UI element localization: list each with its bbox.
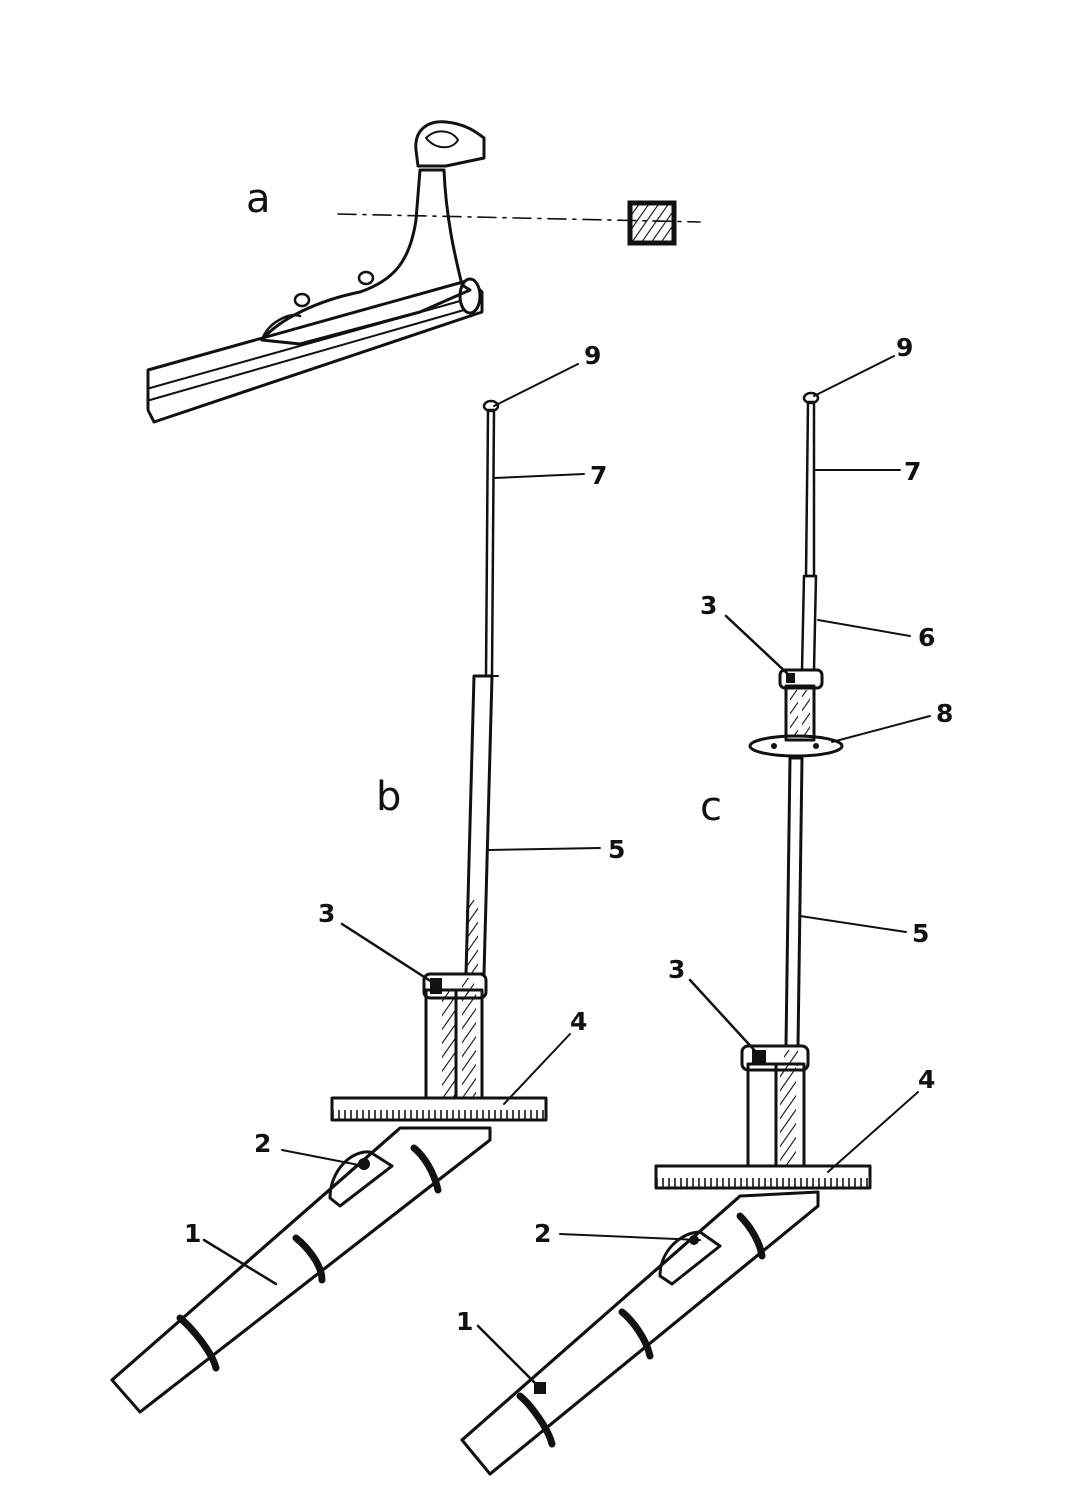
- panel-b-leader-5: [487, 847, 601, 851]
- panel-b-leader-7: [493, 473, 585, 479]
- panel-a-letter: a: [246, 176, 271, 222]
- panel-c-doubling: [784, 684, 816, 742]
- panel-b-leader-1: [202, 1238, 278, 1286]
- panel-c-callout-3-upper: 3: [700, 591, 717, 620]
- panel-c-callout-2: 2: [534, 1219, 551, 1248]
- panel-b-lower-mast: [464, 674, 494, 976]
- panel-c-post: [746, 1062, 806, 1168]
- panel-b-topmast: [479, 408, 499, 678]
- panel-c-leader-6: [817, 619, 911, 637]
- panel-b-callout-1: 1: [184, 1219, 201, 1248]
- panel-c-platform: [654, 1164, 872, 1190]
- panel-c-topgallant: [804, 400, 816, 578]
- panel-b-callout-2: 2: [254, 1129, 271, 1158]
- panel-c: c 9 7 6 3 8 5 3 4 2 1: [456, 333, 953, 1476]
- panel-b-leader-9: [493, 363, 579, 407]
- panel-c-letter: c: [700, 784, 722, 830]
- panel-b-spar: [110, 1126, 492, 1414]
- panel-a: a: [146, 120, 701, 424]
- panel-c-leader-9: [813, 355, 895, 397]
- panel-b-platform: [330, 1096, 548, 1122]
- panel-a-spar: [146, 277, 484, 424]
- panel-c-leader-5: [799, 915, 907, 933]
- panel-b-callout-9: 9: [584, 341, 601, 370]
- panel-b-callout-5: 5: [608, 835, 625, 864]
- panel-b-cleat: [328, 1150, 394, 1208]
- panel-c-callout-5: 5: [912, 919, 929, 948]
- panel-c-lower-collar: [740, 1044, 810, 1072]
- panel-a-cross-section: [627, 200, 677, 246]
- panel-b-masthead: [482, 399, 500, 413]
- panel-b-letter: b: [376, 774, 401, 820]
- panel-c-lower-mast: [784, 756, 804, 1048]
- panel-c-callout-9: 9: [896, 333, 913, 362]
- panel-c-callout-3-lower: 3: [668, 955, 685, 984]
- panel-c-leader-1: [476, 1324, 542, 1390]
- panel-c-callout-6: 6: [918, 623, 935, 652]
- panel-c-callout-1: 1: [456, 1307, 473, 1336]
- panel-a-section-line: [337, 213, 701, 223]
- panel-b-collar: [422, 972, 488, 1000]
- panel-c-leader-3-upper: [724, 614, 792, 678]
- panel-c-masthead: [802, 391, 820, 405]
- panel-c-leader-8: [831, 715, 931, 743]
- panel-b-callout-7: 7: [590, 461, 607, 490]
- panel-a-fitting: [260, 120, 486, 346]
- panel-b-post: [424, 988, 484, 1100]
- panel-c-cleat: [658, 1230, 722, 1286]
- panel-b: b 9 7 5 3 4 2 1: [110, 341, 625, 1414]
- panel-b-callout-4: 4: [570, 1007, 587, 1036]
- panel-b-leader-3: [340, 922, 434, 984]
- panel-c-callout-7: 7: [904, 457, 921, 486]
- panel-c-callout-4: 4: [918, 1065, 935, 1094]
- panel-c-topmast: [800, 574, 818, 672]
- panel-b-leader-4: [503, 1033, 571, 1105]
- panel-c-callout-8: 8: [936, 699, 953, 728]
- panel-c-spar: [460, 1190, 820, 1476]
- panel-b-leader-2: [281, 1149, 365, 1167]
- panel-b-callout-3: 3: [318, 899, 335, 928]
- panel-c-leader-2: [559, 1233, 701, 1241]
- panel-c-leader-4: [827, 1091, 919, 1173]
- panel-c-leader-3-lower: [688, 978, 758, 1054]
